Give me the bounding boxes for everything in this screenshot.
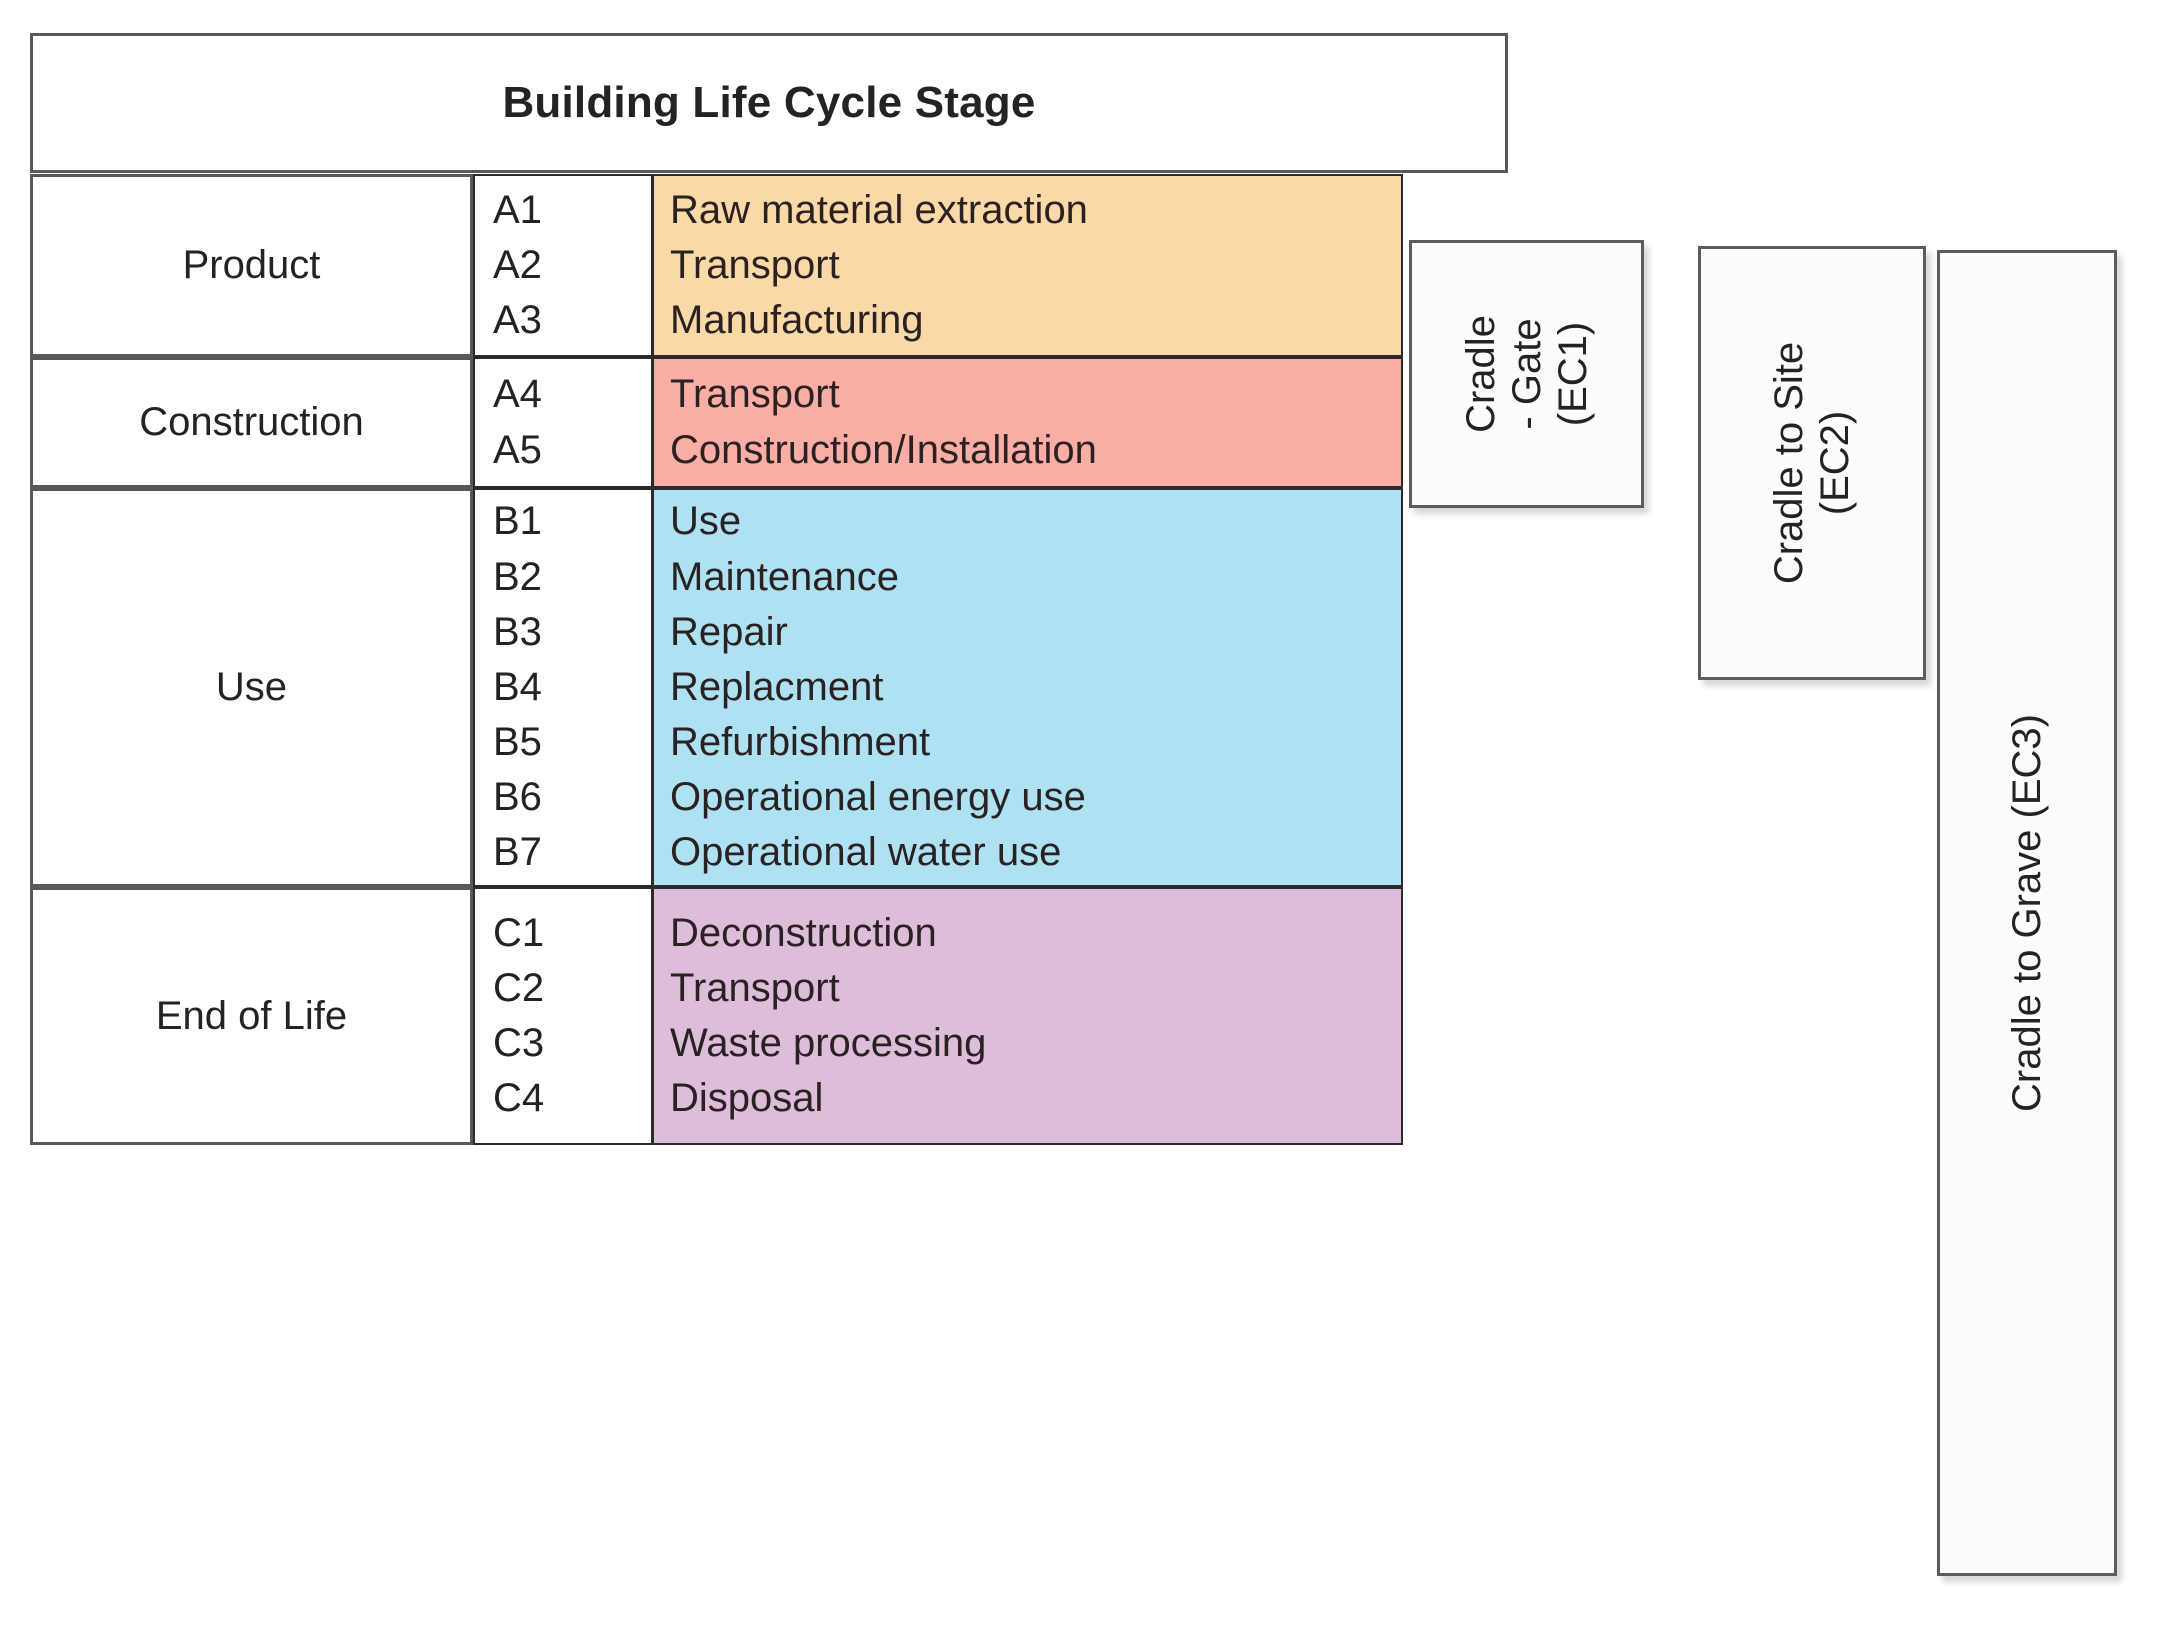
stage-name-use: Use [30,488,473,887]
activity-cell-product: Raw material extraction Transport Manufa… [652,174,1403,357]
activity-c2: Transport [670,965,840,1010]
activity-cell-use: Use Maintenance Repair Replacment Refurb… [652,488,1403,887]
code-b6: B6 [493,775,542,820]
scope-label-ec2: Cradle to Site (EC2) [1766,342,1858,584]
code-c3: C3 [493,1021,545,1065]
scope-box-cradle-to-grave: Cradle to Grave (EC3) [1937,250,2117,1576]
code-cell-product: A1 A2 A3 [473,174,653,357]
code-cell-use: B1 B2 B3 B4 B5 B6 B7 [473,488,653,887]
stage-label: End of Life [155,993,348,1038]
scope-label-ec2-line2: (EC2) [1813,410,1857,516]
scope-label-ec1: Cradle - Gate (EC1) [1458,315,1596,433]
stage-name-construction: Construction [30,357,473,488]
activity-b1: Use [670,499,742,544]
code-b3: B3 [493,609,542,654]
scope-label-ec1-line1: Cradle [1458,315,1503,433]
code-b2: B2 [493,554,542,599]
code-c4: C4 [493,1076,545,1121]
scope-label-ec1-line3: (EC1) [1550,321,1595,427]
activity-c4: Disposal [670,1076,824,1121]
stage-label: Product [182,243,321,287]
code-c1: C1 [493,910,545,955]
activity-c1: Deconstruction [670,910,937,955]
code-cell-construction: A4 A5 [473,357,653,488]
scope-box-cradle-to-site: Cradle to Site (EC2) [1698,246,1926,680]
code-c2: C2 [493,965,545,1010]
code-b4: B4 [493,664,542,709]
page-title: Building Life Cycle Stage [502,78,1036,127]
scope-box-cradle-to-gate: Cradle - Gate (EC1) [1409,240,1644,508]
activity-b6: Operational energy use [670,775,1086,820]
code-a1: A1 [493,187,542,232]
activity-a3: Manufacturing [670,298,924,343]
activity-cell-construction: Transport Construction/Installation [652,357,1403,488]
activity-b7: Operational water use [670,830,1062,875]
stage-name-end-of-life: End of Life [30,887,473,1145]
code-cell-end-of-life: C1 C2 C3 C4 [473,887,653,1145]
scope-label-ec1-line2: - Gate [1504,318,1549,430]
activity-b2: Maintenance [670,554,900,599]
activity-b5: Refurbishment [670,720,931,765]
code-a4: A4 [493,372,542,417]
stage-name-product: Product [30,174,473,357]
activity-b4: Replacment [670,664,884,709]
code-a3: A3 [493,298,542,343]
activity-c3: Waste processing [670,1021,987,1065]
activity-a4: Transport [670,372,840,417]
activity-a5: Construction/Installation [670,427,1097,472]
code-a2: A2 [493,242,542,287]
stage-label: Use [215,665,288,709]
scope-label-ec2-line1: Cradle to Site [1767,341,1811,585]
diagram-title-bar: Building Life Cycle Stage [30,33,1508,173]
code-b7: B7 [493,830,542,875]
code-b1: B1 [493,499,542,544]
activity-a2: Transport [670,242,840,287]
code-a5: A5 [493,427,542,472]
activity-cell-end-of-life: Deconstruction Transport Waste processin… [652,887,1403,1145]
activity-a1: Raw material extraction [670,187,1088,232]
activity-b3: Repair [670,609,788,654]
stage-label: Construction [139,400,364,444]
code-b5: B5 [493,720,542,765]
scope-label-ec3: Cradle to Grave (EC3) [2005,714,2050,1112]
